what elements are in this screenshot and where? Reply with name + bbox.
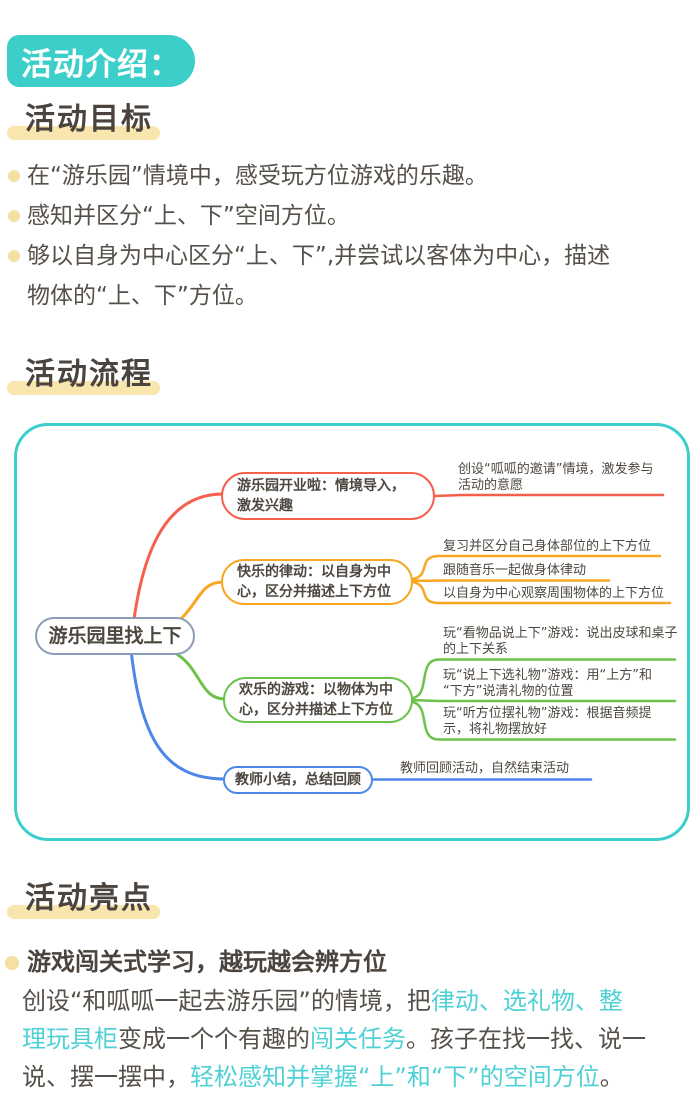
mindmap-leaf: 创设“呱呱的邀请”情境，激发参与 活动的意愿 xyxy=(458,462,653,494)
paragraph-line: 理玩具柜变成一个个有趣的闯关任务。孩子在找一找、说一 xyxy=(22,1020,646,1058)
goal-text-line: 物体的“上、下”方位。 xyxy=(27,283,258,309)
leaf-line: 活动的意愿 xyxy=(458,478,524,493)
text-segment-accent: 闯关任务 xyxy=(310,1025,406,1053)
leaf-line: 玩“说上下选礼物”游戏：用“上方”和 xyxy=(443,668,652,683)
leaf-line-green-2 xyxy=(411,698,677,703)
text-segment: 说、摆一摆中， xyxy=(22,1063,190,1091)
bullet-icon xyxy=(8,210,20,222)
leaf-line: 示，将礼物摆放好 xyxy=(443,722,548,737)
branch-curve-red xyxy=(131,492,225,629)
leaf-line-yellow-1 xyxy=(411,554,662,581)
leaf-line: 玩“听方位摆礼物”游戏：根据音频提 xyxy=(443,706,652,721)
goals-heading-label: 活动目标 xyxy=(25,102,153,137)
text-segment: 。孩子在找一找、说一 xyxy=(406,1025,646,1053)
mindmap-leaf: 复习并区分自己身体部位的上下方位 xyxy=(443,539,651,555)
mindmap-leaf: 玩“说上下选礼物”游戏：用“上方”和 “下方”说清礼物的位置 xyxy=(443,668,652,700)
mindmap-leaf: 玩“看物品说上下”游戏：说出皮球和桌子 的上下关系 xyxy=(443,626,677,658)
mindmap-leaf: 以自身为中心观察周围物体的上下方位 xyxy=(443,586,664,602)
leaf-line-yellow-3 xyxy=(411,580,672,605)
flow-mindmap: 游乐园里找上下 游乐园开业啦：情境导入， 激发兴趣 快乐的律动：以自身为中 心，… xyxy=(14,423,690,841)
bullet-icon xyxy=(8,170,20,182)
mindmap-node-games: 欢乐的游戏：以物体为中 心，区分并描述上下方位 xyxy=(223,677,413,723)
mindmap-leaf: 玩“听方位摆礼物”游戏：根据音频提 示，将礼物摆放好 xyxy=(443,706,651,738)
highlight-subtitle: 游戏闯关式学习，越玩越会辨方位 xyxy=(27,948,387,976)
goal-text: 在“游乐园”情境中，感受玩方位游戏的乐趣。 xyxy=(27,163,488,189)
node-line: 快乐的律动：以自身为中 xyxy=(237,564,391,580)
leaf-line: 教师回顾活动，自然结束活动 xyxy=(400,761,570,776)
leaf-line: 创设“呱呱的邀请”情境，激发参与 xyxy=(458,462,654,477)
text-segment: 变成一个个有趣的 xyxy=(118,1025,310,1053)
mindmap-node-intro: 游乐园开业啦：情境导入， 激发兴趣 xyxy=(221,472,435,520)
mindmap-root-node: 游乐园里找上下 xyxy=(35,617,195,655)
node-line: 心，区分并描述上下方位 xyxy=(237,584,391,600)
intro-badge-label: 活动介绍： xyxy=(21,46,181,83)
branch-curve-green xyxy=(171,650,227,701)
goals-list: 在“游乐园”情境中，感受玩方位游戏的乐趣。 感知并区分“上、下”空间方位。 够以… xyxy=(8,156,692,316)
text-segment-accent: 理玩具柜 xyxy=(22,1025,118,1053)
highlights-heading: 活动亮点 xyxy=(7,879,160,919)
node-line: 游乐园开业啦：情境导入， xyxy=(237,478,405,494)
mindmap-connectors xyxy=(129,492,677,781)
goal-item: 感知并区分“上、下”空间方位。 xyxy=(8,196,692,236)
leaf-line: 玩“看物品说上下”游戏：说出皮球和桌子 xyxy=(443,626,678,641)
bullet-icon xyxy=(8,250,20,262)
goal-text: 感知并区分“上、下”空间方位。 xyxy=(27,203,350,229)
mindmap-root-label: 游乐园里找上下 xyxy=(48,625,182,647)
branch-curve-blue xyxy=(129,648,227,781)
mindmap-leaf: 教师回顾活动，自然结束活动 xyxy=(400,761,569,777)
goal-text-line: 够以自身为中心区分“上、下”,并尝试以客体为中心，描述 xyxy=(27,243,611,269)
node-line: 心，区分并描述上下方位 xyxy=(239,702,393,718)
highlights-heading-label: 活动亮点 xyxy=(25,881,153,916)
leaf-line-green-1 xyxy=(411,658,677,700)
highlight-subtitle-row: 游戏闯关式学习，越玩越会辨方位 xyxy=(5,945,387,979)
goal-text: 够以自身为中心区分“上、下”,并尝试以客体为中心，描述 物体的“上、下”方位。 xyxy=(27,236,610,316)
text-segment-accent: 律动、选礼物、整 xyxy=(430,987,623,1015)
leaf-line: 复习并区分自己身体部位的上下方位 xyxy=(443,539,652,554)
node-line: 激发兴趣 xyxy=(237,498,293,514)
leaf-line-red xyxy=(433,493,665,498)
text-segment: 创设“和呱呱一起去游乐园”的情境，把 xyxy=(22,987,431,1015)
text-segment: 。 xyxy=(599,1063,624,1091)
goal-item: 够以自身为中心区分“上、下”,并尝试以客体为中心，描述 物体的“上、下”方位。 xyxy=(8,236,692,316)
goals-heading: 活动目标 xyxy=(7,100,160,140)
mindmap-leaf: 跟随音乐一起做身体律动 xyxy=(443,563,586,579)
paragraph-line: 说、摆一摆中，轻松感知并掌握“上”和“下”的空间方位。 xyxy=(22,1058,646,1096)
paragraph-line: 创设“和呱呱一起去游乐园”的情境，把律动、选礼物、整 xyxy=(22,982,646,1020)
flow-heading-label: 活动流程 xyxy=(25,357,153,392)
bullet-icon xyxy=(5,956,19,970)
text-segment-accent: 轻松感知并掌握“上”和“下”的空间方位 xyxy=(190,1063,600,1091)
goal-item: 在“游乐园”情境中，感受玩方位游戏的乐趣。 xyxy=(8,156,692,196)
node-line: 欢乐的游戏：以物体为中 xyxy=(239,682,393,698)
leaf-line: 以自身为中心观察周围物体的上下方位 xyxy=(443,586,665,601)
flow-heading: 活动流程 xyxy=(7,355,160,395)
leaf-line: “下方”说清礼物的位置 xyxy=(443,684,574,699)
node-line: 教师小结，总结回顾 xyxy=(235,772,361,788)
leaf-line: 的上下关系 xyxy=(443,642,509,657)
leaf-line-green-3 xyxy=(411,700,677,741)
intro-badge: 活动介绍： xyxy=(7,35,195,87)
highlight-paragraph: 创设“和呱呱一起去游乐园”的情境，把律动、选礼物、整 理玩具柜变成一个个有趣的闯… xyxy=(22,982,646,1096)
leaf-line: 跟随音乐一起做身体律动 xyxy=(443,563,587,578)
mindmap-node-summary: 教师小结，总结回顾 xyxy=(223,766,373,794)
mindmap-node-rhythm: 快乐的律动：以自身为中 心，区分并描述上下方位 xyxy=(221,559,413,605)
